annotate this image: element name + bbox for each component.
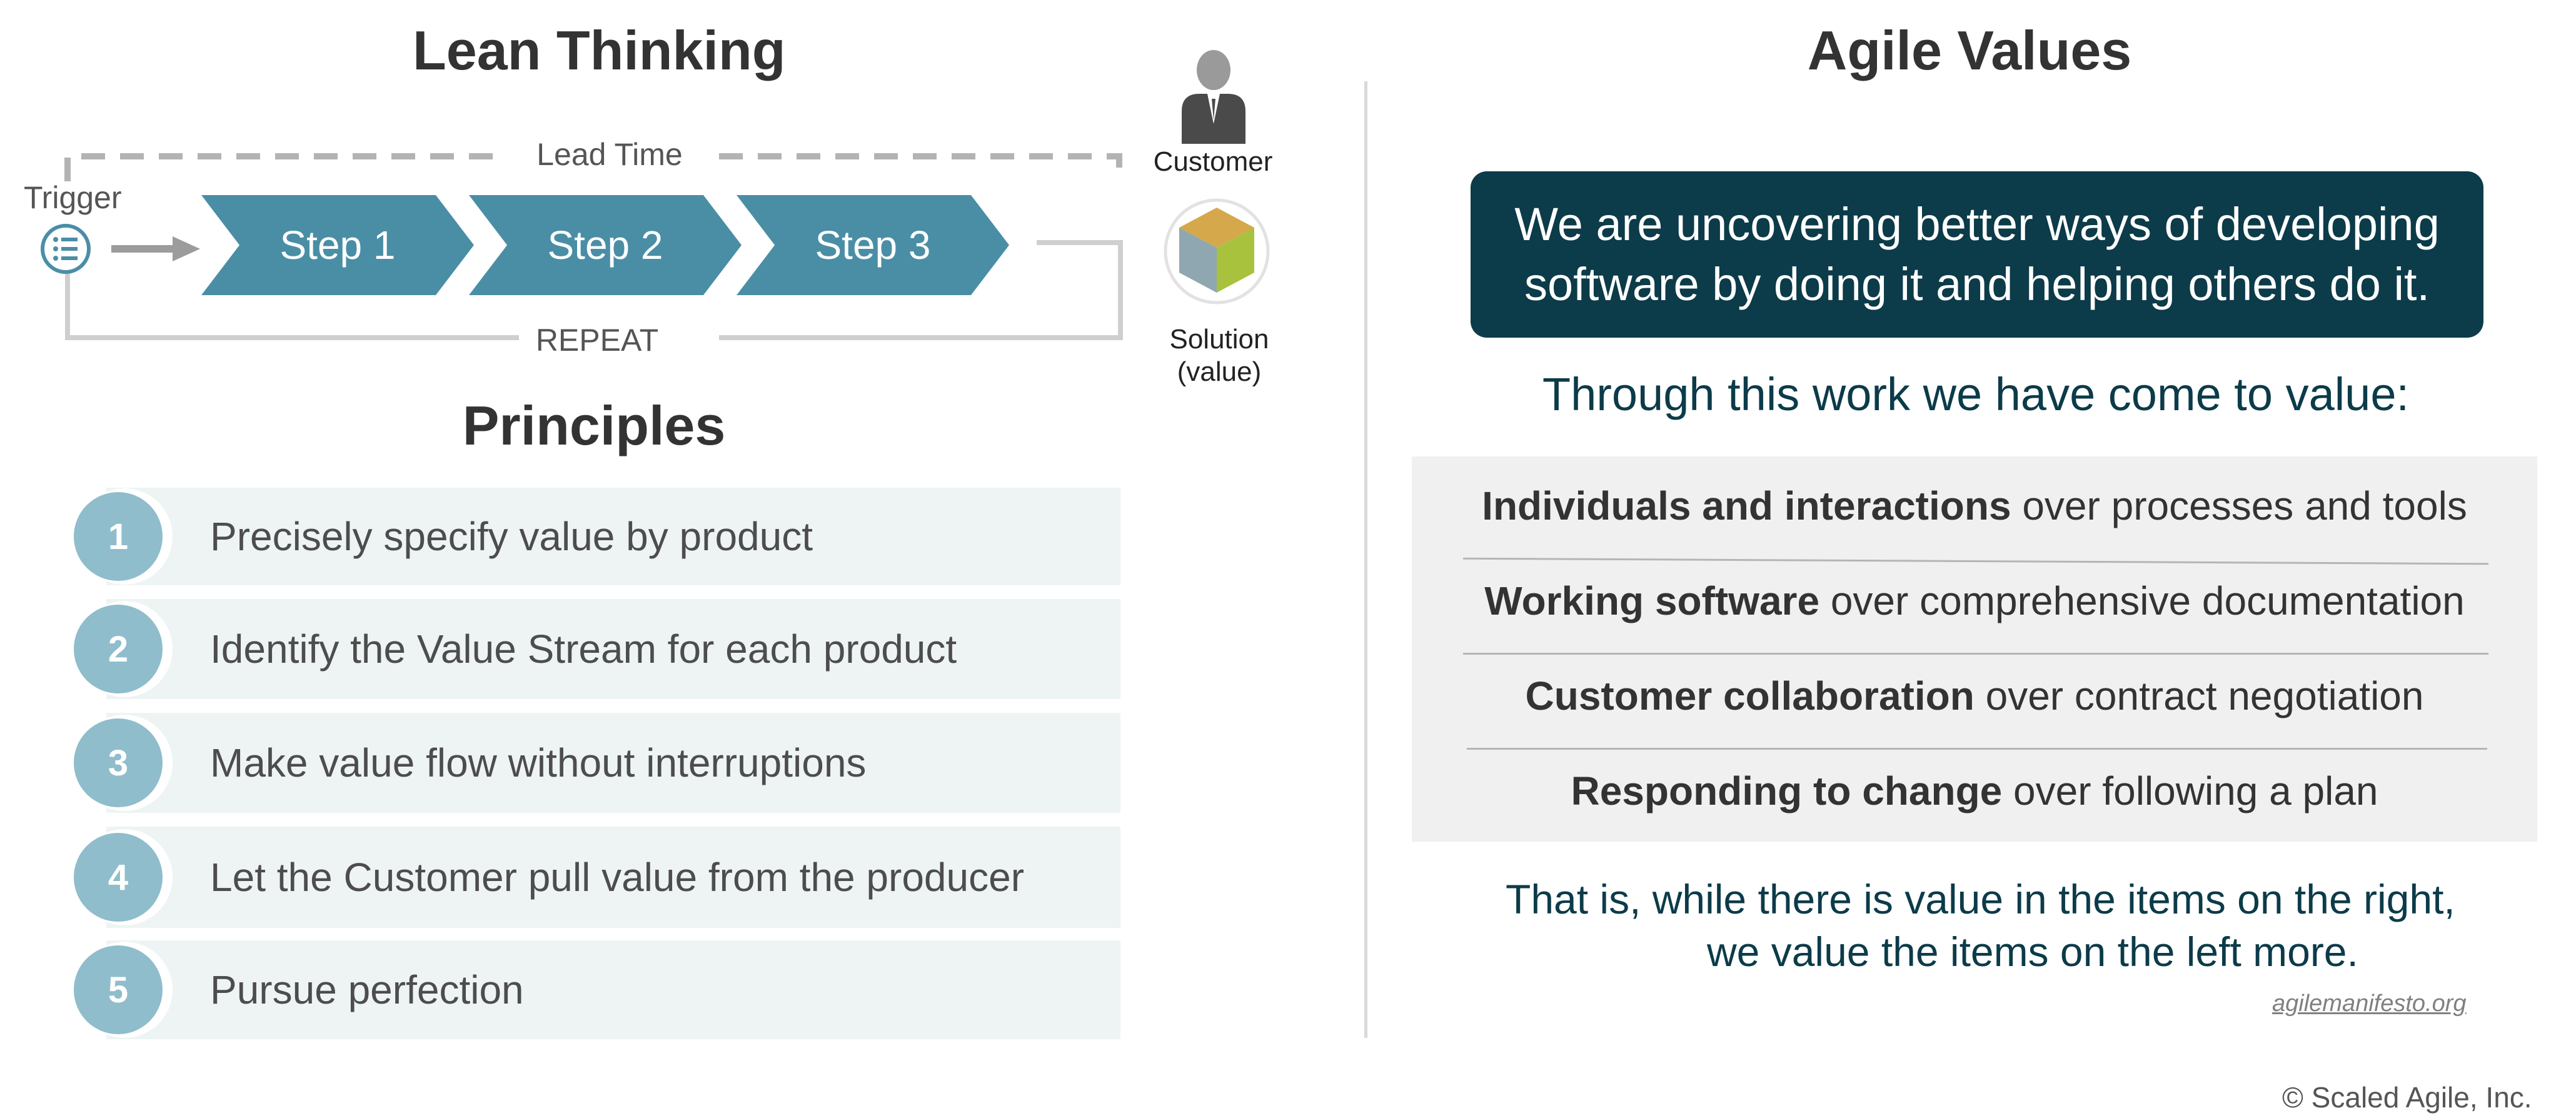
- principle-text: Make value flow without interruptions: [210, 740, 867, 785]
- person-icon: [1179, 50, 1248, 144]
- principle-row: Let the Customer pull value from the pro…: [106, 827, 1120, 928]
- value-separator: [1467, 748, 2487, 750]
- value-bold: Working software: [1484, 578, 1820, 623]
- principle-number: 1: [74, 492, 163, 581]
- principle-row: Pursue perfection: [106, 940, 1120, 1039]
- step-1-chevron: Step 1: [201, 195, 474, 295]
- principle-text: Let the Customer pull value from the pro…: [210, 855, 1024, 900]
- solution-label: Solution: [1169, 324, 1269, 355]
- agile-title: Agile Values: [1807, 19, 2132, 81]
- principles-title: Principles: [462, 395, 726, 456]
- customer-label: Customer: [1153, 146, 1273, 177]
- principle-row: Precisely specify value by product: [106, 488, 1120, 585]
- step-2-chevron: Step 2: [469, 195, 742, 295]
- value-rest: over processes and tools: [2011, 483, 2467, 528]
- value-bold: Customer collaboration: [1525, 673, 1975, 718]
- repeat-label: REPEAT: [535, 323, 659, 358]
- principle-text: Identify the Value Stream for each produ…: [210, 627, 957, 672]
- value-rest: over following a plan: [2002, 768, 2378, 813]
- principle-row: Make value flow without interruptions: [106, 713, 1120, 813]
- principle-row: Identify the Value Stream for each produ…: [106, 599, 1120, 699]
- cube-icon: [1160, 195, 1273, 308]
- closing-line-2: we value the items on the left more.: [1707, 929, 2358, 975]
- values-box: [1412, 456, 2537, 842]
- trigger-label: Trigger: [24, 180, 122, 215]
- values-intro: Through this work we have come to value:: [1542, 368, 2410, 420]
- value-separator: [1463, 653, 2488, 655]
- checklist-icon: [39, 222, 93, 276]
- principle-text: Precisely specify value by product: [210, 514, 813, 559]
- value-bold: Individuals and interactions: [1482, 483, 2011, 528]
- lean-title: Lean Thinking: [413, 19, 786, 81]
- manifesto-banner: We are uncovering better ways of develop…: [1471, 171, 2483, 338]
- closing-line-1: That is, while there is value in the ite…: [1506, 876, 2455, 922]
- solution-sub-label: (value): [1177, 356, 1262, 387]
- principle-number: 5: [74, 945, 163, 1034]
- value-rest: over contract negotiation: [1974, 673, 2424, 718]
- principle-number: 4: [74, 833, 163, 922]
- principle-text: Pursue perfection: [210, 967, 524, 1012]
- section-divider: [1364, 81, 1367, 1038]
- banner-line-2: software by doing it and helping others …: [1524, 258, 2430, 310]
- value-item: Customer collaboration over contract neg…: [1412, 673, 2537, 719]
- principle-number: 2: [74, 605, 163, 693]
- value-item: Individuals and interactions over proces…: [1412, 483, 2537, 529]
- value-item: Responding to change over following a pl…: [1412, 768, 2537, 814]
- value-bold: Responding to change: [1571, 768, 2003, 813]
- banner-line-1: We are uncovering better ways of develop…: [1514, 198, 2440, 250]
- value-rest: over comprehensive documentation: [1819, 578, 2465, 623]
- lead-time-label: Lead Time: [536, 137, 683, 172]
- step-3-chevron: Step 3: [737, 195, 1009, 295]
- principle-number: 3: [74, 718, 163, 807]
- lean-flow-lines: [64, 153, 1123, 340]
- copyright: © Scaled Agile, Inc.: [2282, 1081, 2532, 1114]
- value-item: Working software over comprehensive docu…: [1412, 578, 2537, 624]
- source-link[interactable]: agilemanifesto.org: [2272, 990, 2467, 1017]
